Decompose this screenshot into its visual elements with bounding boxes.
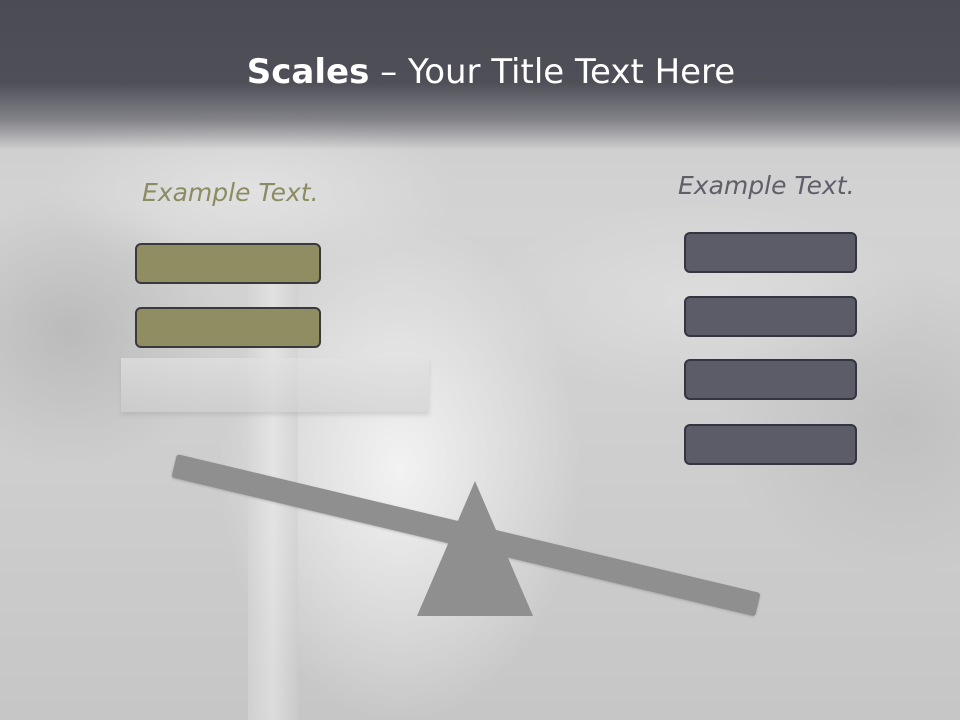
title-bar: Scales – Your Title Text Here [0, 0, 960, 150]
slide-title: Scales – Your Title Text Here [0, 52, 960, 92]
right-label: Example Text. [678, 171, 855, 200]
fulcrum-triangle [417, 481, 533, 616]
right-weight-box [684, 424, 857, 465]
left-label: Example Text. [142, 178, 319, 207]
title-bold-part: Scales [246, 52, 370, 92]
title-rest-part: – Your Title Text Here [369, 52, 736, 92]
right-weight-box [684, 296, 857, 337]
cross-horizontal-beam [121, 358, 429, 412]
left-weight-box [135, 307, 321, 348]
right-weight-box [684, 359, 857, 400]
right-weight-box [684, 232, 857, 273]
left-weight-box [135, 243, 321, 284]
